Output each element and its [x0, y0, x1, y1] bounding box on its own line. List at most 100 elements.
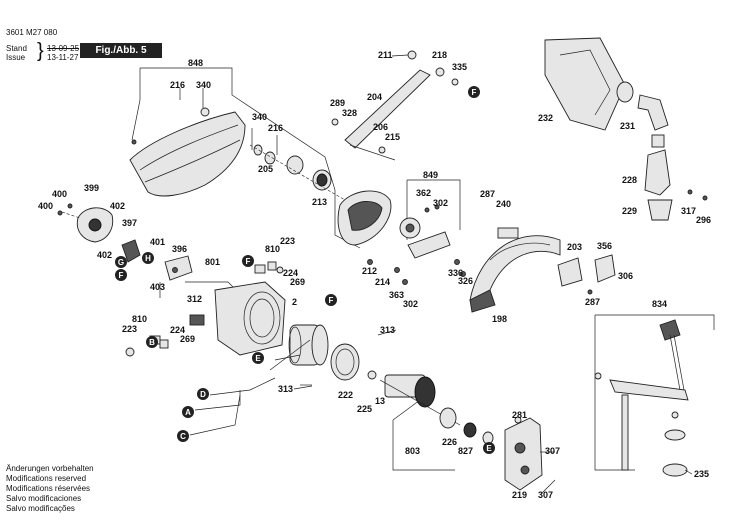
part-label: 402	[97, 250, 112, 260]
part-label: 2	[292, 297, 297, 307]
footer-line: Salvo modificações	[6, 504, 75, 513]
part-label: 216	[268, 123, 283, 133]
part-label: 397	[122, 218, 137, 228]
part-label: 803	[405, 446, 420, 456]
footer-line: Änderungen vorbehalten	[6, 464, 94, 473]
connector-c: C	[177, 430, 189, 442]
stand-label: Stand	[6, 44, 27, 53]
part-label: 206	[373, 122, 388, 132]
svg-text:A: A	[185, 408, 191, 417]
part-label: 213	[312, 197, 327, 207]
part-label: 402	[110, 201, 125, 211]
part-label: 212	[362, 266, 377, 276]
lower-guard	[337, 190, 392, 246]
part-label: 229	[622, 206, 637, 216]
brush-parts-upper	[254, 261, 284, 274]
header-brace: }	[37, 40, 44, 62]
svg-text:G: G	[118, 258, 124, 267]
bracket-203	[557, 254, 616, 295]
clamp-834	[594, 319, 689, 477]
part-label: 223	[280, 236, 295, 246]
part-number-labels: 848 216 340 340 216 205 213 400 399 400 …	[38, 50, 711, 500]
part-label: 223	[122, 324, 137, 334]
small-screws	[367, 259, 466, 285]
part-label: 226	[442, 437, 457, 447]
gear-housing	[504, 416, 543, 491]
svg-text:H: H	[145, 254, 151, 263]
connector-f-mid: F	[242, 255, 254, 267]
svg-text:F: F	[119, 271, 124, 280]
part-label: 399	[84, 183, 99, 193]
part-label: 204	[367, 92, 382, 102]
part-label: 396	[172, 244, 187, 254]
connector-markers: A B C D E E F F F F G H	[115, 86, 495, 454]
handle-assembly	[57, 203, 193, 281]
part-label: 810	[265, 244, 280, 254]
connector-e: E	[252, 352, 264, 364]
part-label: 232	[538, 113, 553, 123]
part-label: 287	[585, 297, 600, 307]
plate-849	[399, 204, 451, 259]
stator	[269, 324, 329, 371]
part-label: 211	[378, 50, 393, 60]
connector-a: A	[182, 406, 194, 418]
part-label: 801	[205, 257, 220, 267]
footer-line: Modifications reserved	[6, 474, 87, 483]
part-label: 302	[403, 299, 418, 309]
wires	[189, 354, 312, 436]
connector-g: G	[115, 256, 127, 268]
part-label: 313	[380, 325, 395, 335]
footer-notes: Änderungen vorbehalten Modifications res…	[6, 464, 94, 514]
part-label: 400	[52, 189, 67, 199]
part-label: 218	[432, 50, 447, 60]
part-label: 307	[545, 446, 560, 456]
svg-text:E: E	[255, 354, 261, 363]
fixed-guard	[469, 227, 561, 313]
part-label: 203	[567, 242, 582, 252]
connector-f-left: F	[115, 269, 127, 281]
part-label: 848	[188, 58, 203, 68]
svg-text:B: B	[149, 338, 155, 347]
part-label: 326	[458, 276, 473, 286]
part-label: 224	[170, 325, 185, 335]
part-label: 222	[338, 390, 353, 400]
part-label: 363	[389, 290, 404, 300]
part-label: 281	[512, 410, 527, 420]
part-label: 231	[620, 121, 635, 131]
upper-blade-guard	[129, 107, 246, 197]
part-label: 225	[357, 404, 372, 414]
part-label: 827	[458, 446, 473, 456]
motor-housing	[189, 281, 286, 356]
part-label: 289	[330, 98, 345, 108]
stand-date: 13-09-25	[47, 44, 80, 53]
issue-label: Issue	[6, 53, 26, 62]
part-label: 328	[342, 108, 357, 118]
ring-222	[330, 343, 360, 381]
connector-d: D	[197, 388, 209, 400]
part-label: 219	[512, 490, 527, 500]
issue-date: 13-11-27	[47, 53, 79, 62]
part-label: 306	[618, 271, 633, 281]
part-label: 336	[448, 268, 463, 278]
leader-lines	[293, 54, 693, 496]
part-label: 287	[480, 189, 495, 199]
connector-b: B	[146, 336, 158, 348]
part-label: 312	[187, 294, 202, 304]
footer-line: Salvo modificaciones	[6, 494, 82, 503]
svg-text:F: F	[472, 88, 477, 97]
part-label: 205	[258, 164, 273, 174]
part-label: 362	[416, 188, 431, 198]
linkage-rod	[331, 50, 459, 161]
doc-number: 3601 M27 080	[6, 28, 58, 37]
part-label: 296	[696, 215, 711, 225]
part-label: 235	[694, 469, 709, 479]
part-label: 228	[622, 175, 637, 185]
part-label: 340	[252, 112, 267, 122]
part-label: 313	[278, 384, 293, 394]
part-label: 810	[132, 314, 147, 324]
spindle-parts	[249, 144, 346, 201]
part-label: 400	[38, 201, 53, 211]
part-label: 317	[681, 206, 696, 216]
connector-h: H	[142, 252, 154, 264]
